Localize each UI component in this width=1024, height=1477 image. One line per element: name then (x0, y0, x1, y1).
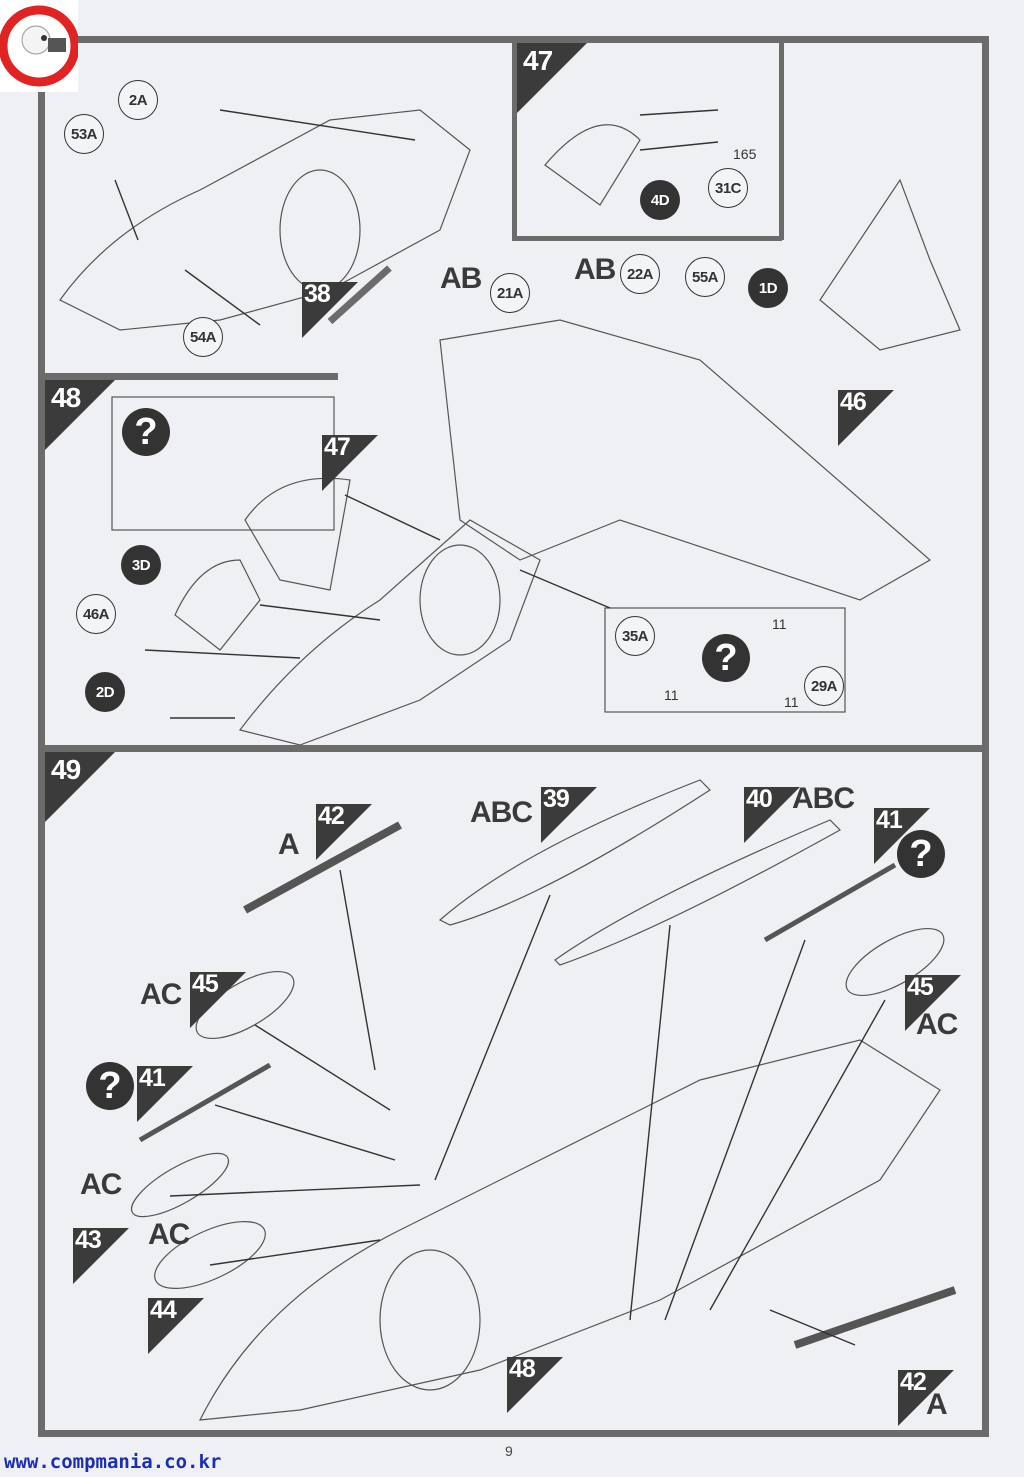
frame-top (38, 36, 989, 43)
pod-43-drawing (130, 1152, 230, 1218)
paint-ref-165: 165 (733, 146, 757, 162)
part-number: 41 (139, 1064, 166, 1092)
compmania-logo (0, 0, 80, 92)
part-callout-2D: 2D (85, 672, 125, 712)
part-callout-53A: 53A (64, 114, 104, 154)
optional-question-icon: ? (86, 1062, 134, 1110)
fuel-tank-40-drawing (554, 819, 841, 966)
step-number: 48 (509, 1355, 536, 1383)
part-number: 42 (318, 802, 345, 830)
part-number: 43 (75, 1226, 102, 1254)
aircraft-cockpit-drawing (238, 519, 541, 746)
fuel-tank-39-drawing (438, 779, 711, 926)
part-number: 45 (192, 970, 219, 998)
part-callout-22A: 22A (620, 254, 660, 294)
frame-left (38, 36, 45, 1436)
paint-ref-11: 11 (664, 687, 679, 703)
part-callout-46A: 46A (76, 594, 116, 634)
bomb-42b-drawing (793, 1286, 957, 1349)
step-number: 47 (324, 433, 351, 461)
paint-ref-11: 11 (784, 694, 799, 710)
group-label-ac-45-left: AC (140, 978, 182, 1011)
part-callout-4D: 4D (640, 180, 680, 220)
bomb-42-drawing (243, 821, 402, 914)
group-label-ac-45-right: AC (916, 1008, 958, 1041)
inset-missile-frame (604, 607, 846, 713)
divider-step-48-top (38, 373, 338, 380)
step-number: 48 (51, 382, 81, 413)
group-label-a: A (278, 828, 300, 861)
panel-47-frame-right (779, 40, 784, 240)
group-label-ab-1: AB (440, 262, 482, 295)
page-number: 9 (505, 1443, 513, 1459)
part-callout-31C: 31C (708, 168, 748, 208)
part-callout-35A: 35A (615, 616, 655, 656)
divider-48-49 (38, 745, 989, 752)
paint-ref-11: 11 (772, 616, 787, 632)
optional-question-icon: ? (702, 634, 750, 682)
part-callout-29A: 29A (804, 666, 844, 706)
pod-44-drawing (154, 1220, 266, 1290)
part-number: 45 (907, 973, 934, 1001)
group-label-ab-2: AB (574, 253, 616, 286)
part-callout-1D: 1D (748, 268, 788, 308)
step-number: 46 (840, 388, 867, 416)
canopy-part-drawing (544, 124, 641, 206)
group-label-abc-40: ABC (792, 782, 855, 815)
group-label-a-right: A (926, 1388, 948, 1421)
panel-47-frame-bottom (512, 236, 782, 241)
step-number: 38 (304, 280, 331, 308)
part-number: 42 (900, 1368, 927, 1396)
pod-45-drawing (195, 970, 295, 1040)
frame-right (982, 36, 989, 1436)
optional-question-icon: ? (897, 830, 945, 878)
part-callout-54A: 54A (183, 317, 223, 357)
missile-41b-drawing (138, 1062, 272, 1143)
windscreen-drawing (174, 559, 261, 651)
part-number: 40 (746, 785, 773, 813)
optional-question-icon: ? (122, 408, 170, 456)
website-link[interactable]: www.compmania.co.kr (4, 1451, 222, 1473)
part-callout-2A: 2A (118, 80, 158, 120)
aircraft-nose-drawing (59, 109, 471, 331)
part-callout-3D: 3D (121, 545, 161, 585)
step-number: 47 (523, 45, 553, 76)
step-number: 49 (51, 754, 81, 785)
group-label-abc-39: ABC (470, 796, 533, 829)
part-number: 39 (543, 785, 570, 813)
group-label-ac-43: AC (80, 1168, 122, 1201)
canopy-drawing (244, 477, 351, 591)
missile-41-drawing (763, 862, 897, 943)
part-callout-55A: 55A (685, 257, 725, 297)
frame-bottom (38, 1430, 989, 1437)
part-number: 41 (876, 806, 903, 834)
group-label-ac-44: AC (148, 1218, 190, 1251)
part-number: 44 (150, 1296, 177, 1324)
aircraft-wing-drawing (439, 319, 932, 601)
aircraft-underside-drawing (198, 1039, 941, 1421)
part-callout-21A: 21A (490, 273, 530, 313)
panel-47-frame-left (512, 40, 517, 240)
